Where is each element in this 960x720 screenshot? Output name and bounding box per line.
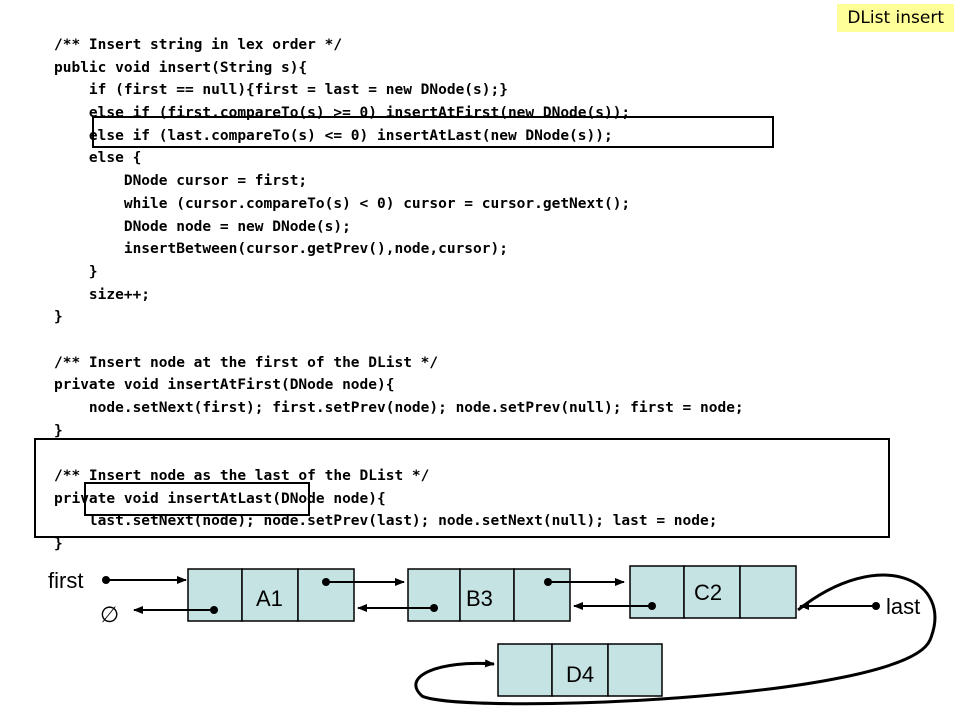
code-line: }: [54, 263, 98, 280]
code-line: /** Insert string in lex order */: [54, 37, 343, 53]
code-line: }: [54, 309, 63, 326]
code-line: }: [54, 422, 63, 439]
code-line: else if (last.compareTo(s) <= 0) insertA…: [54, 127, 613, 144]
code-line: size++;: [54, 286, 151, 303]
code-line: /** Insert node as the last of the DList…: [54, 468, 430, 485]
node-b3: B3: [407, 568, 571, 622]
null-symbol: ∅: [100, 602, 119, 627]
highlight-insert-at-last-line: [92, 116, 774, 148]
highlight-set-next-call: [84, 482, 310, 516]
node-a1: A1: [187, 568, 355, 622]
code-line: else {: [54, 150, 142, 167]
first-label: first: [48, 568, 83, 593]
highlight-insert-at-last-method: [34, 438, 890, 538]
code-line: }: [54, 536, 63, 553]
code-line: insertBetween(cursor.getPrev(),node,curs…: [54, 241, 508, 258]
code-line: DNode node = new DNode(s);: [54, 218, 351, 235]
code-line: while (cursor.compareTo(s) < 0) cursor =…: [54, 195, 631, 212]
c2-to-d4-curve-arrow: [414, 573, 937, 706]
node-label: C2: [694, 580, 722, 605]
code-line: node.setNext(first); first.setPrev(node)…: [54, 400, 744, 416]
code-line: private void insertAtLast(DNode node){: [54, 490, 386, 507]
code-line: private void insertAtFirst(DNode node){: [54, 377, 395, 394]
code-line: if (first == null){first = last = new DN…: [54, 82, 508, 99]
last-label: last: [886, 594, 920, 619]
node-label: D4: [566, 662, 594, 687]
code-listing: /** Insert string in lex order */ public …: [54, 34, 744, 556]
node-label: B3: [466, 586, 493, 611]
code-line: public void insert(String s){: [54, 59, 308, 76]
node-d4: D4: [497, 643, 663, 697]
node-label: A1: [256, 586, 283, 611]
node-c2: C2: [629, 565, 797, 619]
code-line: DNode cursor = first;: [54, 173, 308, 190]
code-line: /** Insert node at the first of the DLis…: [54, 354, 439, 371]
slide-title: DList insert: [837, 4, 954, 32]
code-line: last.setNext(node); node.setPrev(last); …: [54, 513, 718, 530]
